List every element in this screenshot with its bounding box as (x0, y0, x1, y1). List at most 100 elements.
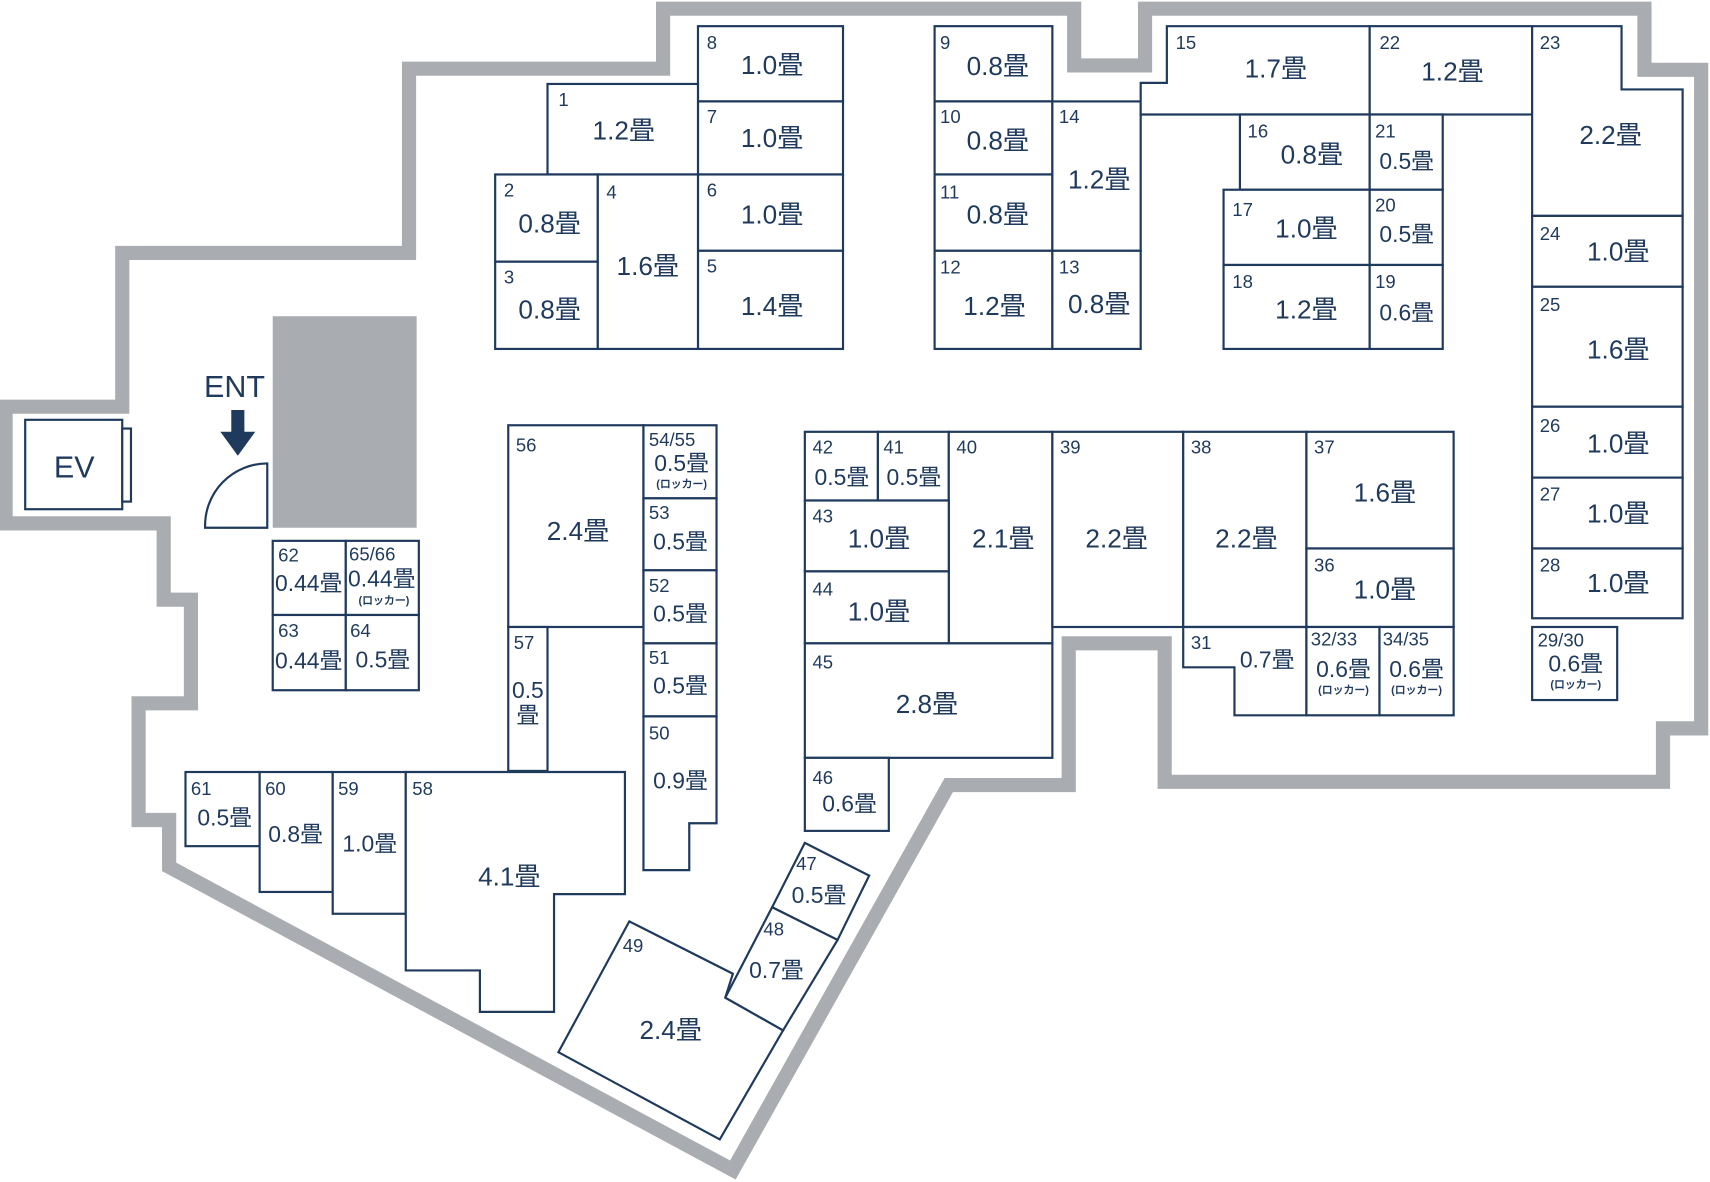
room-1[interactable]: 11.2畳 (546, 82, 700, 176)
room-20[interactable]: 200.5畳 (1368, 188, 1444, 267)
room-63[interactable]: 630.44畳 (271, 613, 347, 692)
room-outline (494, 260, 599, 351)
room-outline (1305, 430, 1455, 550)
room-area: 2.4畳 (639, 1015, 702, 1045)
room-area: 1.0畳 (848, 596, 911, 626)
room-4[interactable]: 41.6畳 (596, 173, 700, 351)
room-48[interactable]: 480.7畳 (723, 905, 840, 1032)
room-outline (546, 82, 700, 176)
room-outline (696, 25, 845, 103)
room-area: 4.1畳 (478, 861, 541, 891)
room-area: 0.44畳 (275, 647, 342, 673)
room-27[interactable]: 271.0畳 (1531, 476, 1684, 550)
room-28[interactable]: 281.0畳 (1531, 547, 1684, 620)
room-number: 52 (649, 575, 670, 596)
room-18[interactable]: 181.2畳 (1222, 263, 1371, 351)
room-52[interactable]: 520.5畳 (642, 569, 718, 645)
room-area: 1.0畳 (342, 831, 397, 857)
room-17[interactable]: 171.0畳 (1222, 188, 1371, 267)
room-21[interactable]: 210.5畳 (1368, 113, 1444, 191)
room-number: 54/55 (649, 429, 695, 450)
room-area: 0.44畳 (348, 566, 415, 592)
room-57[interactable]: 570.5畳 (507, 625, 549, 773)
room-7[interactable]: 71.0畳 (696, 100, 845, 176)
room-outline (1368, 25, 1534, 116)
room-45[interactable]: 452.8畳 (803, 642, 1054, 759)
room-outline (271, 539, 347, 617)
room-11[interactable]: 110.8畳 (933, 173, 1054, 252)
room-64[interactable]: 64 0.5畳 (344, 613, 420, 692)
room-15[interactable]: 151.7畳 (1139, 25, 1371, 116)
room-area: 0.8畳 (518, 294, 581, 324)
room-3[interactable]: 30.8畳 (494, 260, 599, 351)
room-outline (1531, 476, 1684, 550)
room-area: 1.0畳 (1275, 214, 1338, 244)
room-51[interactable]: 510.5畳 (642, 642, 718, 718)
room-26[interactable]: 261.0畳 (1531, 405, 1684, 479)
room-34-35[interactable]: 34/350.6畳(ロッカー) (1378, 625, 1455, 717)
room-area: 0.6畳 (1548, 651, 1603, 677)
room-area: 1.2畳 (963, 291, 1026, 321)
room-outline (696, 249, 845, 351)
room-44[interactable]: 44 1.0畳 (803, 570, 950, 645)
room-number: 45 (812, 651, 833, 672)
room-outline (1368, 188, 1444, 267)
room-43[interactable]: 431.0畳 (803, 499, 950, 573)
room-16[interactable]: 160.8畳 (1238, 113, 1371, 191)
room-6[interactable]: 61.0畳 (696, 173, 845, 252)
room-8[interactable]: 81.0畳 (696, 25, 845, 103)
room-outline (507, 424, 645, 629)
room-23[interactable]: 232.2畳 (1531, 25, 1684, 217)
room-area: 0.5畳 (356, 646, 411, 672)
room-58[interactable]: 584.1畳 (404, 770, 627, 1013)
room-36[interactable]: 361.0畳 (1305, 547, 1455, 629)
room-12[interactable]: 121.2畳 (933, 249, 1054, 351)
room-area: 1.6畳 (1587, 335, 1650, 365)
room-42[interactable]: 420.5畳 (803, 430, 879, 502)
room-29-30[interactable]: 29/300.6畳(ロッカー) (1531, 625, 1619, 702)
room-14[interactable]: 141.2畳 (1051, 100, 1142, 252)
room-39[interactable]: 392.2畳 (1051, 430, 1185, 629)
room-53[interactable]: 530.5畳 (642, 497, 718, 572)
room-number: 43 (812, 505, 833, 526)
room-59[interactable]: 591.0畳 (331, 770, 407, 915)
room-60[interactable]: 600.8畳 (258, 770, 334, 894)
room-area: 0.44畳 (275, 570, 342, 596)
room-32-33[interactable]: 32/330.6畳(ロッカー) (1305, 625, 1381, 717)
room-65-66[interactable]: 65/660.44畳(ロッカー) (344, 539, 420, 617)
room-37[interactable]: 371.6畳 (1305, 430, 1455, 550)
room-number: 64 (350, 620, 371, 641)
room-area: 1.6畳 (617, 251, 680, 281)
room-outline (803, 756, 890, 832)
room-62[interactable]: 620.44畳 (271, 539, 347, 617)
room-41[interactable]: 410.5畳 (876, 430, 950, 502)
room-54-55[interactable]: 54/550.5畳(ロッカー) (642, 424, 718, 500)
entrance[interactable]: ENT (204, 370, 269, 529)
room-number: 23 (1540, 32, 1561, 53)
room-number: 11 (940, 181, 959, 202)
room-2[interactable]: 20.8畳 (494, 173, 599, 263)
room-9[interactable]: 90.8畳 (933, 25, 1054, 103)
room-number: 44 (812, 578, 833, 599)
room-56[interactable]: 562.4畳 (507, 424, 645, 629)
room-10[interactable]: 100.8畳 (933, 100, 1054, 176)
room-25[interactable]: 251.6畳 (1531, 285, 1684, 408)
room-46[interactable]: 460.6畳 (803, 756, 890, 832)
room-area: 0.5畳 (1379, 148, 1434, 174)
room-number: 56 (516, 434, 537, 455)
room-22[interactable]: 221.2畳 (1368, 25, 1534, 116)
room-outline (933, 25, 1054, 103)
room-number: 39 (1060, 437, 1081, 458)
room-24[interactable]: 241.0畳 (1531, 214, 1684, 288)
elevator[interactable]: EV (24, 418, 133, 511)
room-5[interactable]: 51.4畳 (696, 249, 845, 351)
room-outline (1182, 430, 1308, 629)
room-38[interactable]: 382.2畳 (1182, 430, 1308, 629)
room-40[interactable]: 402.1畳 (947, 430, 1054, 645)
room-31[interactable]: 310.7畳 (1182, 625, 1308, 717)
room-50[interactable]: 500.9畳 (642, 715, 718, 872)
room-19[interactable]: 190.6畳 (1368, 263, 1444, 351)
room-61[interactable]: 610.5畳 (184, 770, 261, 848)
room-13[interactable]: 130.8畳 (1051, 249, 1142, 351)
room-49[interactable]: 492.4畳 (556, 919, 785, 1141)
